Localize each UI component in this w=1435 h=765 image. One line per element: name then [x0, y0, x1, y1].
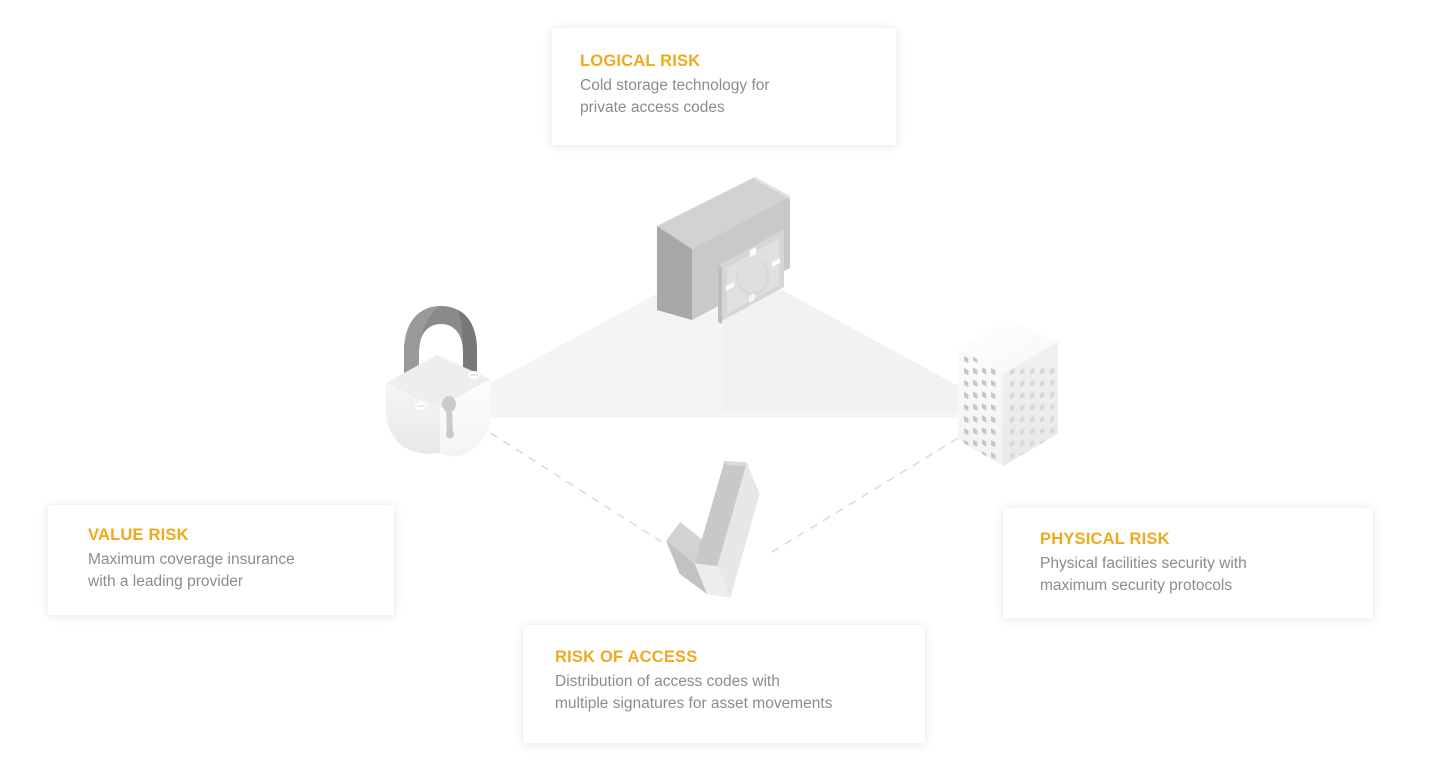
- card-logical-risk-desc-line2: private access codes: [580, 99, 725, 117]
- shadow-plane-base: [437, 414, 1010, 418]
- check-long-highlight: [724, 460, 749, 467]
- padlock-shackle-right: [458, 310, 477, 392]
- card-logical-risk-content: LOGICAL RISK Cold storage technology for…: [580, 52, 870, 119]
- safe-door-panel: [720, 229, 784, 322]
- padlock-keyhole-bottom: [446, 429, 454, 439]
- card-risk-of-access-desc-line2: multiple signatures for asset movements: [555, 695, 833, 713]
- padlock-icon: [386, 306, 490, 457]
- check-base-front: [694, 563, 731, 598]
- padlock-shackle: [404, 306, 477, 399]
- shadow-plane-right: [723, 258, 1010, 414]
- card-risk-of-access-desc-line1: Distribution of access codes with: [555, 673, 780, 691]
- shadow-plane: [437, 258, 1010, 415]
- check-short-top: [666, 521, 709, 564]
- checkmark-icon: [666, 460, 760, 598]
- shadow-plane-left: [437, 258, 723, 414]
- padlock-keyhole-top: [442, 396, 456, 412]
- safe-front-face: [692, 196, 790, 320]
- dashed-link-check-building: [771, 434, 964, 553]
- safe-dial: [736, 258, 770, 296]
- card-physical-risk-desc-line2: maximum security protocols: [1040, 577, 1233, 595]
- safe-door-panel-inner: [727, 238, 779, 314]
- card-value-risk-content: VALUE RISK Maximum coverage insurance wi…: [88, 526, 378, 593]
- padlock-screw-left: [415, 402, 427, 410]
- card-logical-risk[interactable]: LOGICAL RISK Cold storage technology for…: [552, 28, 896, 145]
- card-value-risk-desc-line1: Maximum coverage insurance: [88, 551, 295, 569]
- check-long-left: [694, 460, 747, 567]
- safe-vault-icon: [657, 177, 790, 324]
- padlock-screw-right: [468, 371, 480, 379]
- card-logical-risk-title: LOGICAL RISK: [580, 52, 701, 70]
- padlock-shackle-highlight: [404, 306, 441, 399]
- card-physical-risk-content: PHYSICAL RISK Physical facilities securi…: [1040, 530, 1350, 597]
- building-roof: [958, 319, 1058, 374]
- card-value-risk-title: VALUE RISK: [88, 526, 189, 544]
- card-physical-risk-desc-line1: Physical facilities security with: [1040, 555, 1247, 573]
- safe-dial-tick-top: [750, 247, 756, 257]
- safe-dial-tick-left: [726, 282, 734, 291]
- safe-dial-face: [737, 258, 767, 292]
- card-value-risk[interactable]: VALUE RISK Maximum coverage insurance wi…: [48, 505, 394, 615]
- padlock-top-face: [386, 355, 490, 408]
- card-risk-of-access-title: RISK OF ACCESS: [555, 648, 698, 666]
- safe-rim: [755, 177, 790, 199]
- card-value-risk-desc-line2: with a leading provider: [88, 573, 244, 591]
- check-long-front: [717, 462, 760, 598]
- shadow-plane-group: [437, 258, 1010, 418]
- card-physical-risk[interactable]: PHYSICAL RISK Physical facilities securi…: [1003, 508, 1373, 618]
- safe-left-face: [657, 226, 692, 320]
- card-risk-of-access-content: RISK OF ACCESS Distribution of access co…: [555, 648, 915, 715]
- check-short-front: [666, 540, 708, 595]
- card-risk-of-access[interactable]: RISK OF ACCESS Distribution of access co…: [523, 625, 925, 743]
- safe-dial-tick-bottom: [749, 293, 755, 303]
- safe-top-face: [657, 177, 790, 249]
- building-right-face: [1003, 342, 1058, 466]
- dashed-link-padlock-check: [477, 424, 691, 561]
- card-logical-risk-desc-line1: Cold storage technology for: [580, 77, 770, 95]
- building-windows-right: [1010, 367, 1055, 466]
- building-windows-left: [964, 355, 996, 466]
- card-physical-risk-title: PHYSICAL RISK: [1040, 530, 1170, 548]
- safe-dial-tick-right: [772, 258, 780, 267]
- padlock-keyhole-stem: [446, 409, 453, 437]
- safe-door-edge: [718, 265, 722, 324]
- padlock-right-face: [440, 379, 490, 457]
- padlock-left-face: [386, 383, 440, 454]
- building-left-face: [958, 348, 1003, 466]
